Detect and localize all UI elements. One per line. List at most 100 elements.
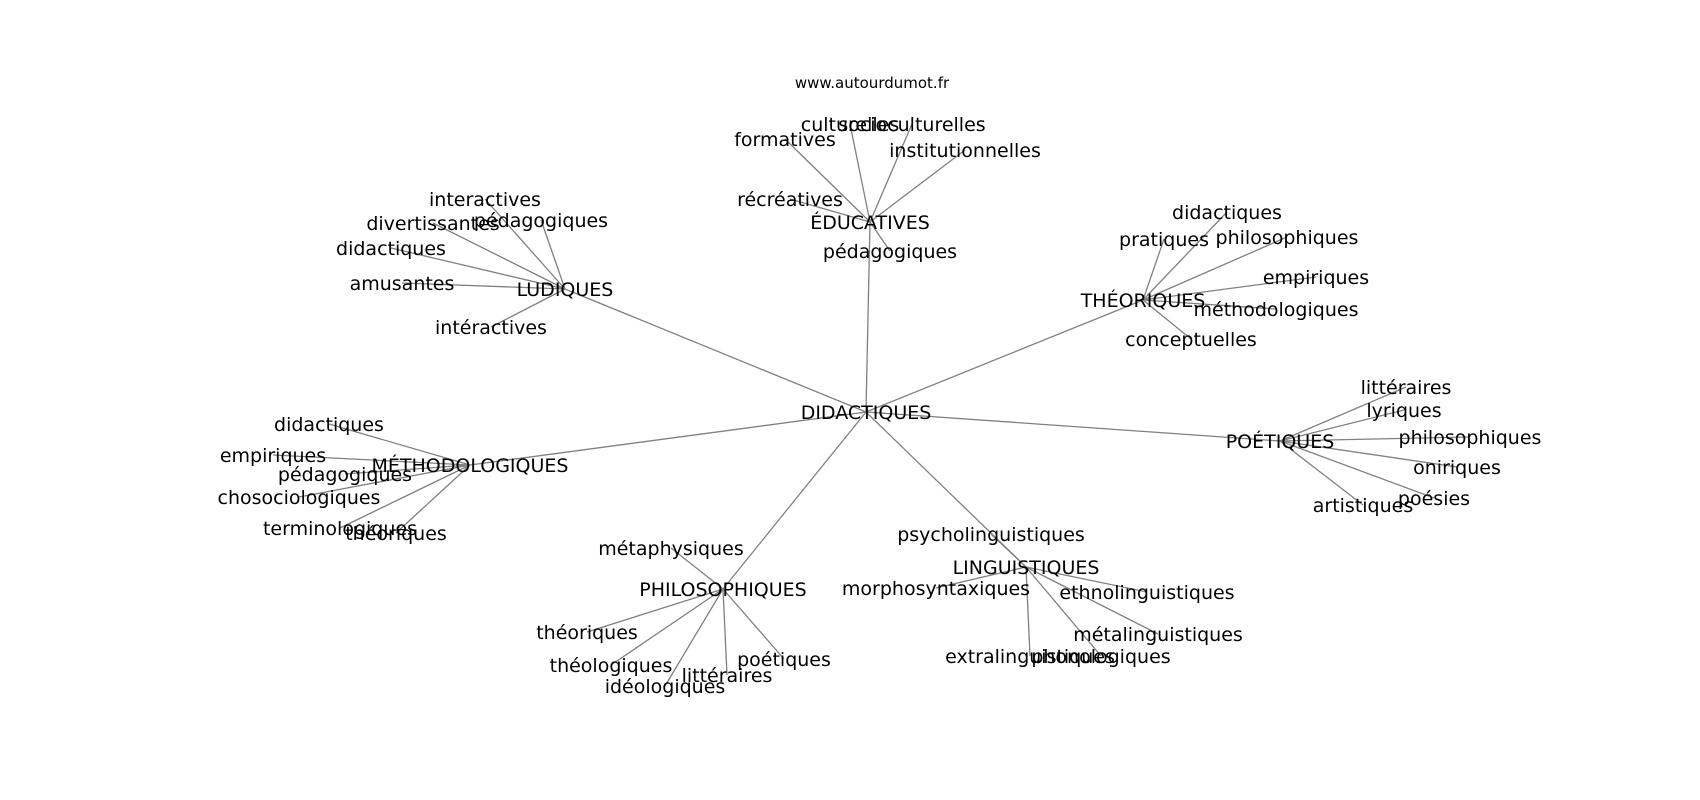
leaf-node-label: philosophiques xyxy=(1399,427,1542,449)
edge-category-child xyxy=(1279,436,1471,442)
leaf-node-label: morphosyntaxiques xyxy=(842,578,1030,600)
edge-category-child xyxy=(869,123,913,223)
category-node-label: LUDIQUES xyxy=(517,279,614,301)
leaf-node-label: extralinguistiques xyxy=(945,646,1115,668)
leaf-node-label: psycholinguistiques xyxy=(897,524,1085,546)
edge-category-child xyxy=(490,288,566,328)
edge-category-child xyxy=(1142,299,1277,310)
category-node-label: PHILOSOPHIQUES xyxy=(639,579,807,601)
leaf-node-label: oniriques xyxy=(1413,457,1501,479)
leaf-node-label: formatives xyxy=(734,129,836,151)
leaf-node-label: amusantes xyxy=(350,273,455,295)
leaf-node-label: didactiques xyxy=(336,238,446,260)
category-node-label: POÉTIQUES xyxy=(1226,430,1335,453)
leaf-node-label: méthodologiques xyxy=(1194,299,1359,321)
edge-category-child xyxy=(789,198,871,223)
leaf-node-label: récréatives xyxy=(737,189,843,211)
leaf-node-label: théologiques xyxy=(550,655,673,677)
edge-category-child xyxy=(484,198,566,290)
leaf-node-label: intéractives xyxy=(435,317,547,339)
leaf-node-label: poétiques xyxy=(737,649,831,671)
edge-category-child xyxy=(586,588,724,633)
edge-category-child xyxy=(664,588,724,687)
edge-category-child xyxy=(935,566,1027,589)
edge-category-child xyxy=(1142,276,1317,301)
edge-category-child xyxy=(1142,236,1288,301)
leaf-node-label: littéraires xyxy=(1361,377,1452,399)
leaf-node-label: théoriques xyxy=(536,622,638,644)
edge-category-child xyxy=(610,588,724,666)
edge-category-child xyxy=(328,423,471,466)
root-node-label: DIDACTIQUES xyxy=(801,402,932,424)
category-node-label: THÉORIQUES xyxy=(1080,289,1206,312)
edge-category-child xyxy=(869,221,891,252)
edge-root-category xyxy=(865,221,871,413)
leaf-node-label: pratiques xyxy=(1119,229,1209,251)
edge-category-child xyxy=(990,533,1027,568)
leaf-node-label: didactiques xyxy=(274,414,384,436)
edge-category-child xyxy=(298,464,471,498)
leaf-node-label: artistiques xyxy=(1313,495,1414,517)
edge-category-child xyxy=(670,547,724,590)
category-node-label: MÉTHODOLOGIQUES xyxy=(372,454,569,477)
edge-category-child xyxy=(1142,211,1228,301)
edge-root-category xyxy=(469,411,867,466)
leaf-node-label: poésies xyxy=(1398,488,1470,510)
edge-category-child xyxy=(1025,566,1031,657)
edge-category-child xyxy=(344,464,471,475)
edge-category-child xyxy=(401,282,566,290)
edge-category-child xyxy=(1279,440,1364,506)
leaf-node-label: institutionnelles xyxy=(889,140,1041,162)
leaf-node-label: ethnolinguistiques xyxy=(1059,582,1234,604)
edge-root-category xyxy=(865,299,1144,413)
leaf-node-label: philosophiques xyxy=(1216,227,1359,249)
edge-category-child xyxy=(395,464,471,534)
leaf-node-label: théoriques xyxy=(345,523,447,545)
leaf-node-label: socioculturelles xyxy=(838,114,985,136)
graph-edges xyxy=(272,123,1471,687)
edge-category-child xyxy=(339,464,471,529)
edge-category-child xyxy=(784,138,871,223)
edge-category-child xyxy=(1142,299,1192,340)
edge-category-child xyxy=(540,219,566,290)
leaf-node-label: interactives xyxy=(429,189,541,211)
edge-category-child xyxy=(1279,409,1405,442)
graph-labels: DIDACTIQUES ÉDUCATIVES culturellessociocul… xyxy=(218,114,1542,698)
category-node-label: LINGUISTIQUES xyxy=(953,557,1100,579)
edge-category-child xyxy=(432,222,566,290)
edge-category-child xyxy=(390,247,566,290)
edge-category-child xyxy=(1025,566,1148,593)
leaf-node-label: pédagogiques xyxy=(474,210,608,232)
leaf-node-label: lyriques xyxy=(1366,400,1441,422)
edge-root-category xyxy=(722,411,867,590)
edge-category-child xyxy=(849,123,871,223)
leaf-node-label: didactiques xyxy=(1172,202,1282,224)
edge-category-child xyxy=(272,454,471,466)
watermark-text: www.autourdumot.fr xyxy=(795,74,950,92)
leaf-node-label: empiriques xyxy=(220,445,326,467)
edge-root-category xyxy=(865,411,1281,442)
leaf-node-label: littéraires xyxy=(682,665,773,687)
leaf-node-label: idéologiques xyxy=(605,676,726,698)
leaf-node-label: divertissantes xyxy=(366,213,499,235)
leaf-node-label: conceptuelles xyxy=(1125,329,1257,351)
edge-category-child xyxy=(1279,386,1407,442)
leaf-node-label: culturelles xyxy=(801,114,900,136)
leaf-node-label: métaphysiques xyxy=(598,538,744,560)
edge-category-child xyxy=(1279,440,1435,499)
edge-category-child xyxy=(722,588,785,660)
edge-category-child xyxy=(1279,440,1458,468)
leaf-node-label: terminologiques xyxy=(263,518,417,540)
leaf-node-label: phonologiques xyxy=(1031,646,1170,668)
edge-category-child xyxy=(869,149,966,223)
leaf-node-label: pédagogiques xyxy=(823,241,957,263)
leaf-node-label: métalinguistiques xyxy=(1073,624,1243,646)
edge-category-child xyxy=(1025,566,1159,635)
edge-category-child xyxy=(1025,566,1102,657)
leaf-node-label: pédagogiques xyxy=(278,464,412,486)
leaf-node-label: empiriques xyxy=(1263,267,1369,289)
leaf-node-label: chosociologiques xyxy=(218,487,381,509)
category-node-label: ÉDUCATIVES xyxy=(810,211,930,234)
edge-root-category xyxy=(564,288,867,413)
